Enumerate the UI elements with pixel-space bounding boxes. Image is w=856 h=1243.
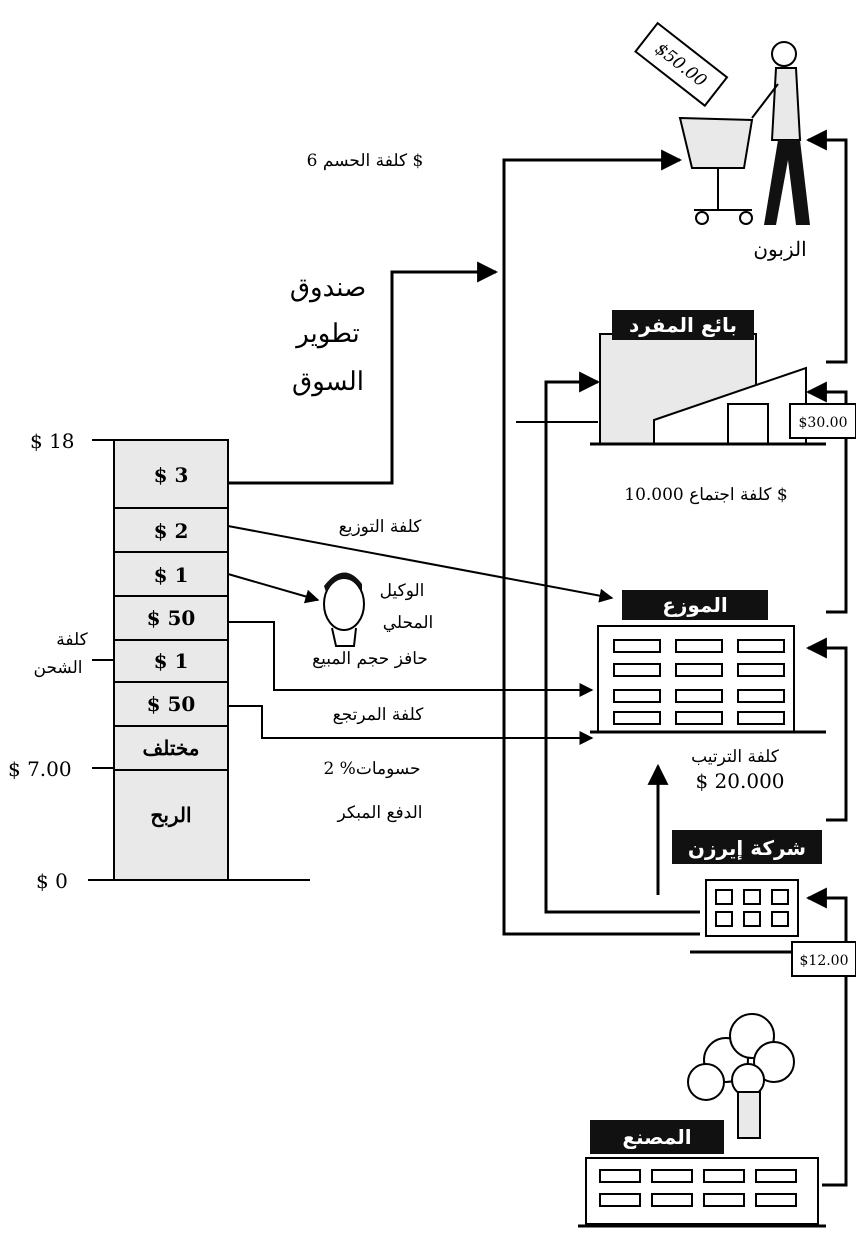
local-agent-line2: المحلي [383, 613, 434, 633]
distributor-building [598, 626, 794, 732]
arrow-retailer-to-customer [808, 140, 846, 362]
distributor-group: الموزع كلفة الترتيب $ 20.000 [590, 590, 826, 793]
factory-sign-text: المصنع [622, 1125, 691, 1149]
stack-label-1: $ 3 [154, 463, 189, 487]
meeting-cost-label: كلفة اجتماع 10.000 $ [624, 485, 787, 505]
price-tag-customer: $50.00 [635, 23, 727, 106]
distributor-sign-text: الموزع [662, 593, 728, 617]
smoke-cloud-icon [688, 1014, 794, 1100]
order-cost-label: كلفة الترتيب [691, 747, 780, 767]
local-agent-line3: حافز حجم المبيع [312, 649, 428, 669]
stack-label-6: $ 50 [147, 692, 196, 716]
stack-label-7: مختلف [143, 736, 200, 760]
company-sign-text: شركة إيرزن [688, 836, 806, 860]
factory-group: المصنع [578, 1014, 826, 1226]
shopping-cart-icon [680, 118, 752, 168]
cost-stack: $ 18 $ 7.00 $ 0 $ 3 $ 2 $ 1 $ 50 $ 1 $ 5… [8, 429, 310, 893]
distribution-cost-label: كلفة التوزيع [339, 517, 423, 537]
factory-building [586, 1158, 818, 1224]
axis-label-mid: $ 7.00 [8, 757, 72, 781]
customer-label: الزبون [753, 237, 806, 261]
customer-group: $50.00 الزبون كلفة الحسم 6 $ [307, 23, 810, 261]
shipping-label-1: كلفة [56, 630, 88, 650]
discount-cost-label: كلفة الحسم 6 $ [307, 151, 424, 171]
company-group: شركة إيرزن $12.00 [672, 830, 856, 976]
stack-label-5: $ 1 [154, 649, 189, 673]
discounts-line1: 2 %حسومات [323, 759, 420, 779]
arrow-local-agent [228, 574, 318, 600]
market-fund-line3: السوق [292, 367, 364, 397]
shopper-icon [752, 42, 810, 225]
stack-label-8: الربح [150, 803, 191, 828]
axis-label-bottom: $ 0 [36, 869, 68, 893]
retailer-sign-text: بائع المفرد [629, 313, 737, 337]
stack-label-3: $ 1 [154, 563, 189, 587]
agent-face-icon [324, 572, 364, 646]
market-fund-line2: تطوير [294, 319, 360, 349]
shipping-label-2: الشحن [34, 658, 83, 678]
discounts-line2: الدفع المبكر [336, 803, 422, 823]
company-price: $12.00 [800, 953, 849, 969]
axis-label-top: $ 18 [30, 429, 75, 453]
returns-cost-label: كلفة المرتجع [333, 705, 425, 725]
market-fund-line1: صندوق [290, 273, 366, 303]
arrow-discount-loop [504, 160, 700, 934]
stack-label-2: $ 2 [154, 519, 189, 543]
arrow-company-to-distributor-right [808, 648, 846, 820]
retailer-group: بائع المفرد $30.00 كلفة اجتماع 10.000 $ [590, 310, 856, 505]
local-agent-group: الوكيل المحلي حافز حجم المبيع [312, 572, 433, 669]
chimney [738, 1092, 760, 1138]
order-cost-value: $ 20.000 [695, 769, 784, 793]
company-building [706, 880, 798, 936]
stack-label-4: $ 50 [147, 606, 196, 630]
local-agent-line1: الوكيل [380, 581, 425, 601]
retailer-price: $30.00 [799, 415, 848, 431]
